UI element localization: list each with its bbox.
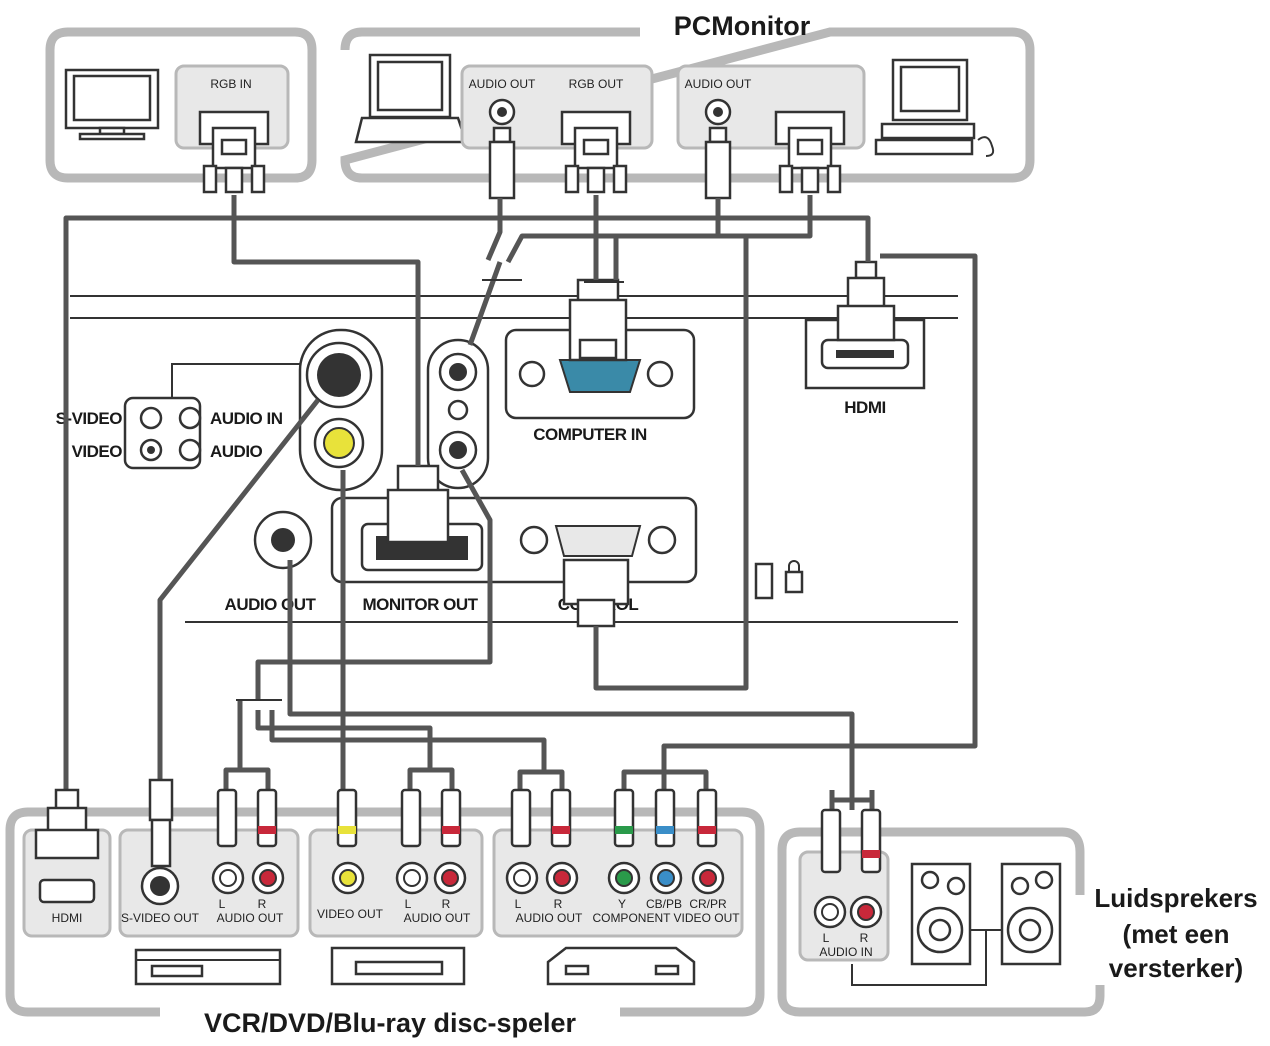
- speaker-right-icon: [1000, 862, 1062, 966]
- projector-panel-lines: [70, 295, 958, 623]
- audio-out-label-1: AUDIO OUT: [217, 911, 284, 925]
- audio-out-jack: AUDIO OUT: [225, 510, 317, 614]
- vga-plug-laptop: [560, 110, 632, 194]
- vga-plug-computer-in: [568, 278, 628, 362]
- video-label: VIDEO: [72, 442, 123, 461]
- bluray-device-icon: [546, 946, 696, 986]
- s-video-out-label: S-VIDEO OUT: [121, 911, 200, 925]
- desktop-pc-icon: [874, 58, 995, 157]
- monitor-frame: [45, 27, 317, 183]
- speakers-title-line-3: versterker): [1109, 953, 1243, 983]
- panel-speaker-audio-in: L R AUDIO IN: [798, 850, 890, 962]
- speakers-title-line-2: (met een: [1123, 919, 1230, 949]
- desktop-audio-out-label: AUDIO OUT: [685, 77, 752, 91]
- hdmi-plug-projector: [836, 260, 896, 342]
- vga-plug-desktop: [774, 110, 846, 194]
- computer-in-label: COMPUTER IN: [533, 425, 647, 444]
- rgb-in-label: RGB IN: [210, 77, 251, 91]
- speakers-frame: [777, 827, 1105, 1017]
- s-video-label: S-VIDEO: [56, 409, 123, 428]
- r-label-3: R: [554, 897, 563, 911]
- speaker-wiring: [851, 929, 1002, 986]
- vga-plug-monitor-out: [386, 464, 450, 544]
- speakers-title-line-1: Luidsprekers: [1094, 883, 1257, 913]
- laptop-icon: [354, 53, 468, 144]
- hdmi-port: HDMI: [804, 318, 926, 417]
- audio-out-label: AUDIO OUT: [225, 595, 317, 614]
- vga-plug-monitor: [198, 110, 270, 194]
- panel-video-audio: VIDEO OUT L R AUDIO OUT: [308, 828, 484, 938]
- hdmi-label: HDMI: [844, 398, 885, 417]
- laptop-rgb-out-label: RGB OUT: [569, 77, 624, 91]
- players-title: VCR/DVD/Blu-ray disc-speler: [204, 1008, 577, 1038]
- cable-wires: [63, 195, 978, 810]
- bottom-plugs: [34, 778, 882, 874]
- security-lock-icon: [754, 560, 804, 600]
- vcr-device-icon: [134, 948, 282, 986]
- r-label-2: R: [442, 897, 451, 911]
- component-video-out-label: COMPONENT VIDEO OUT: [592, 911, 740, 925]
- audio-plug-desktop: [704, 126, 732, 200]
- audio-plug-laptop: [488, 126, 516, 200]
- computer-in-port: COMPUTER IN: [504, 328, 696, 444]
- monitor-out-port: MONITOR OUT: [330, 496, 698, 614]
- projector-av-jacks: [298, 328, 384, 492]
- speaker-r-label: R: [860, 931, 869, 945]
- video-out-label: VIDEO OUT: [317, 907, 384, 921]
- players-frame: [5, 807, 765, 1017]
- speaker-l-label: L: [823, 931, 830, 945]
- cr-pr-label: CR/PR: [689, 897, 727, 911]
- speaker-audio-in-label: AUDIO IN: [819, 945, 872, 959]
- speaker-left-icon: [910, 862, 972, 966]
- monitor-icon: [64, 68, 160, 141]
- dvd-device-icon: [330, 946, 466, 986]
- r-label-1: R: [258, 897, 267, 911]
- audio-out-label-3: AUDIO OUT: [516, 911, 583, 925]
- audio-out-label-2: AUDIO OUT: [404, 911, 471, 925]
- audio-in-legend-label: AUDIO IN: [210, 409, 283, 428]
- pc-monitor-title: PCMonitor: [674, 11, 811, 41]
- l-label-2: L: [405, 897, 412, 911]
- av-legend: S-VIDEO VIDEO AUDIO IN AUDIO: [56, 363, 320, 470]
- monitor-out-label: MONITOR OUT: [362, 595, 478, 614]
- player-hdmi-label: HDMI: [52, 911, 83, 925]
- l-label-3: L: [515, 897, 522, 911]
- laptop-audio-out-label: AUDIO OUT: [469, 77, 536, 91]
- audio-legend-label: AUDIO: [210, 442, 263, 461]
- vga-plug-control: [562, 558, 630, 628]
- y-label: Y: [618, 897, 626, 911]
- panel-component: L R AUDIO OUT Y CB/PB CR/PR COMPONENT VI…: [492, 828, 744, 938]
- l-label-1: L: [219, 897, 226, 911]
- pc-frame: [340, 27, 1035, 183]
- cb-pb-label: CB/PB: [646, 897, 682, 911]
- projector-audio-in-jacks: [426, 338, 490, 490]
